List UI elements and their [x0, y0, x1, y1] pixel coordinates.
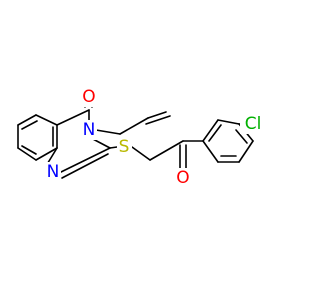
bond-c2-n1 — [60, 147, 111, 173]
bond-benzo-a — [17, 114, 37, 126]
bond-allyl-a — [95, 129, 121, 135]
bond-aryl-f — [202, 140, 219, 163]
bond-allyl-b — [119, 117, 149, 135]
atom-label-layer: O N N S O Cl — [44, 87, 267, 188]
bond-benzo-b — [35, 114, 58, 126]
atom-O_carbonyl_ring: O — [80, 87, 97, 107]
bond-benzo-e — [17, 147, 37, 161]
bond-aryl-d — [238, 140, 254, 163]
atom-label-S: S — [119, 137, 130, 157]
bond-c4a-c4 — [56, 109, 90, 126]
atom-label-O_carbonyl_ring: O — [82, 87, 95, 107]
atom-S: S — [117, 137, 132, 157]
bond-aryl-a-inner — [208, 124, 222, 142]
bond-ch2-co — [149, 140, 184, 161]
bond-c2-s — [109, 146, 118, 149]
atom-O_ketone: O — [175, 168, 192, 188]
bond-allyl-c — [147, 111, 167, 119]
bond-aryl-a — [202, 119, 219, 142]
bond-aryl-c-inner — [235, 129, 248, 144]
molecule-structure: O N N S O Cl — [17, 87, 267, 188]
atom-label-N3: N — [83, 120, 96, 140]
bond-s-ch2 — [131, 146, 151, 161]
atom-Cl: Cl — [240, 114, 267, 134]
atom-N3: N — [80, 120, 97, 140]
atom-N1: N — [44, 162, 61, 182]
bond-allyl-c-double — [145, 115, 171, 125]
bond-benzo-a-inner — [21, 120, 38, 130]
bond-aryl-b — [217, 119, 240, 125]
bond-benzo-d — [35, 147, 58, 161]
bond-benzo-e-inner — [21, 145, 37, 155]
atom-label-Cl: Cl — [245, 114, 262, 134]
atom-label-N1: N — [47, 162, 60, 182]
bond-c2-n1-double — [61, 153, 109, 179]
atom-label-O_ketone: O — [176, 168, 189, 188]
